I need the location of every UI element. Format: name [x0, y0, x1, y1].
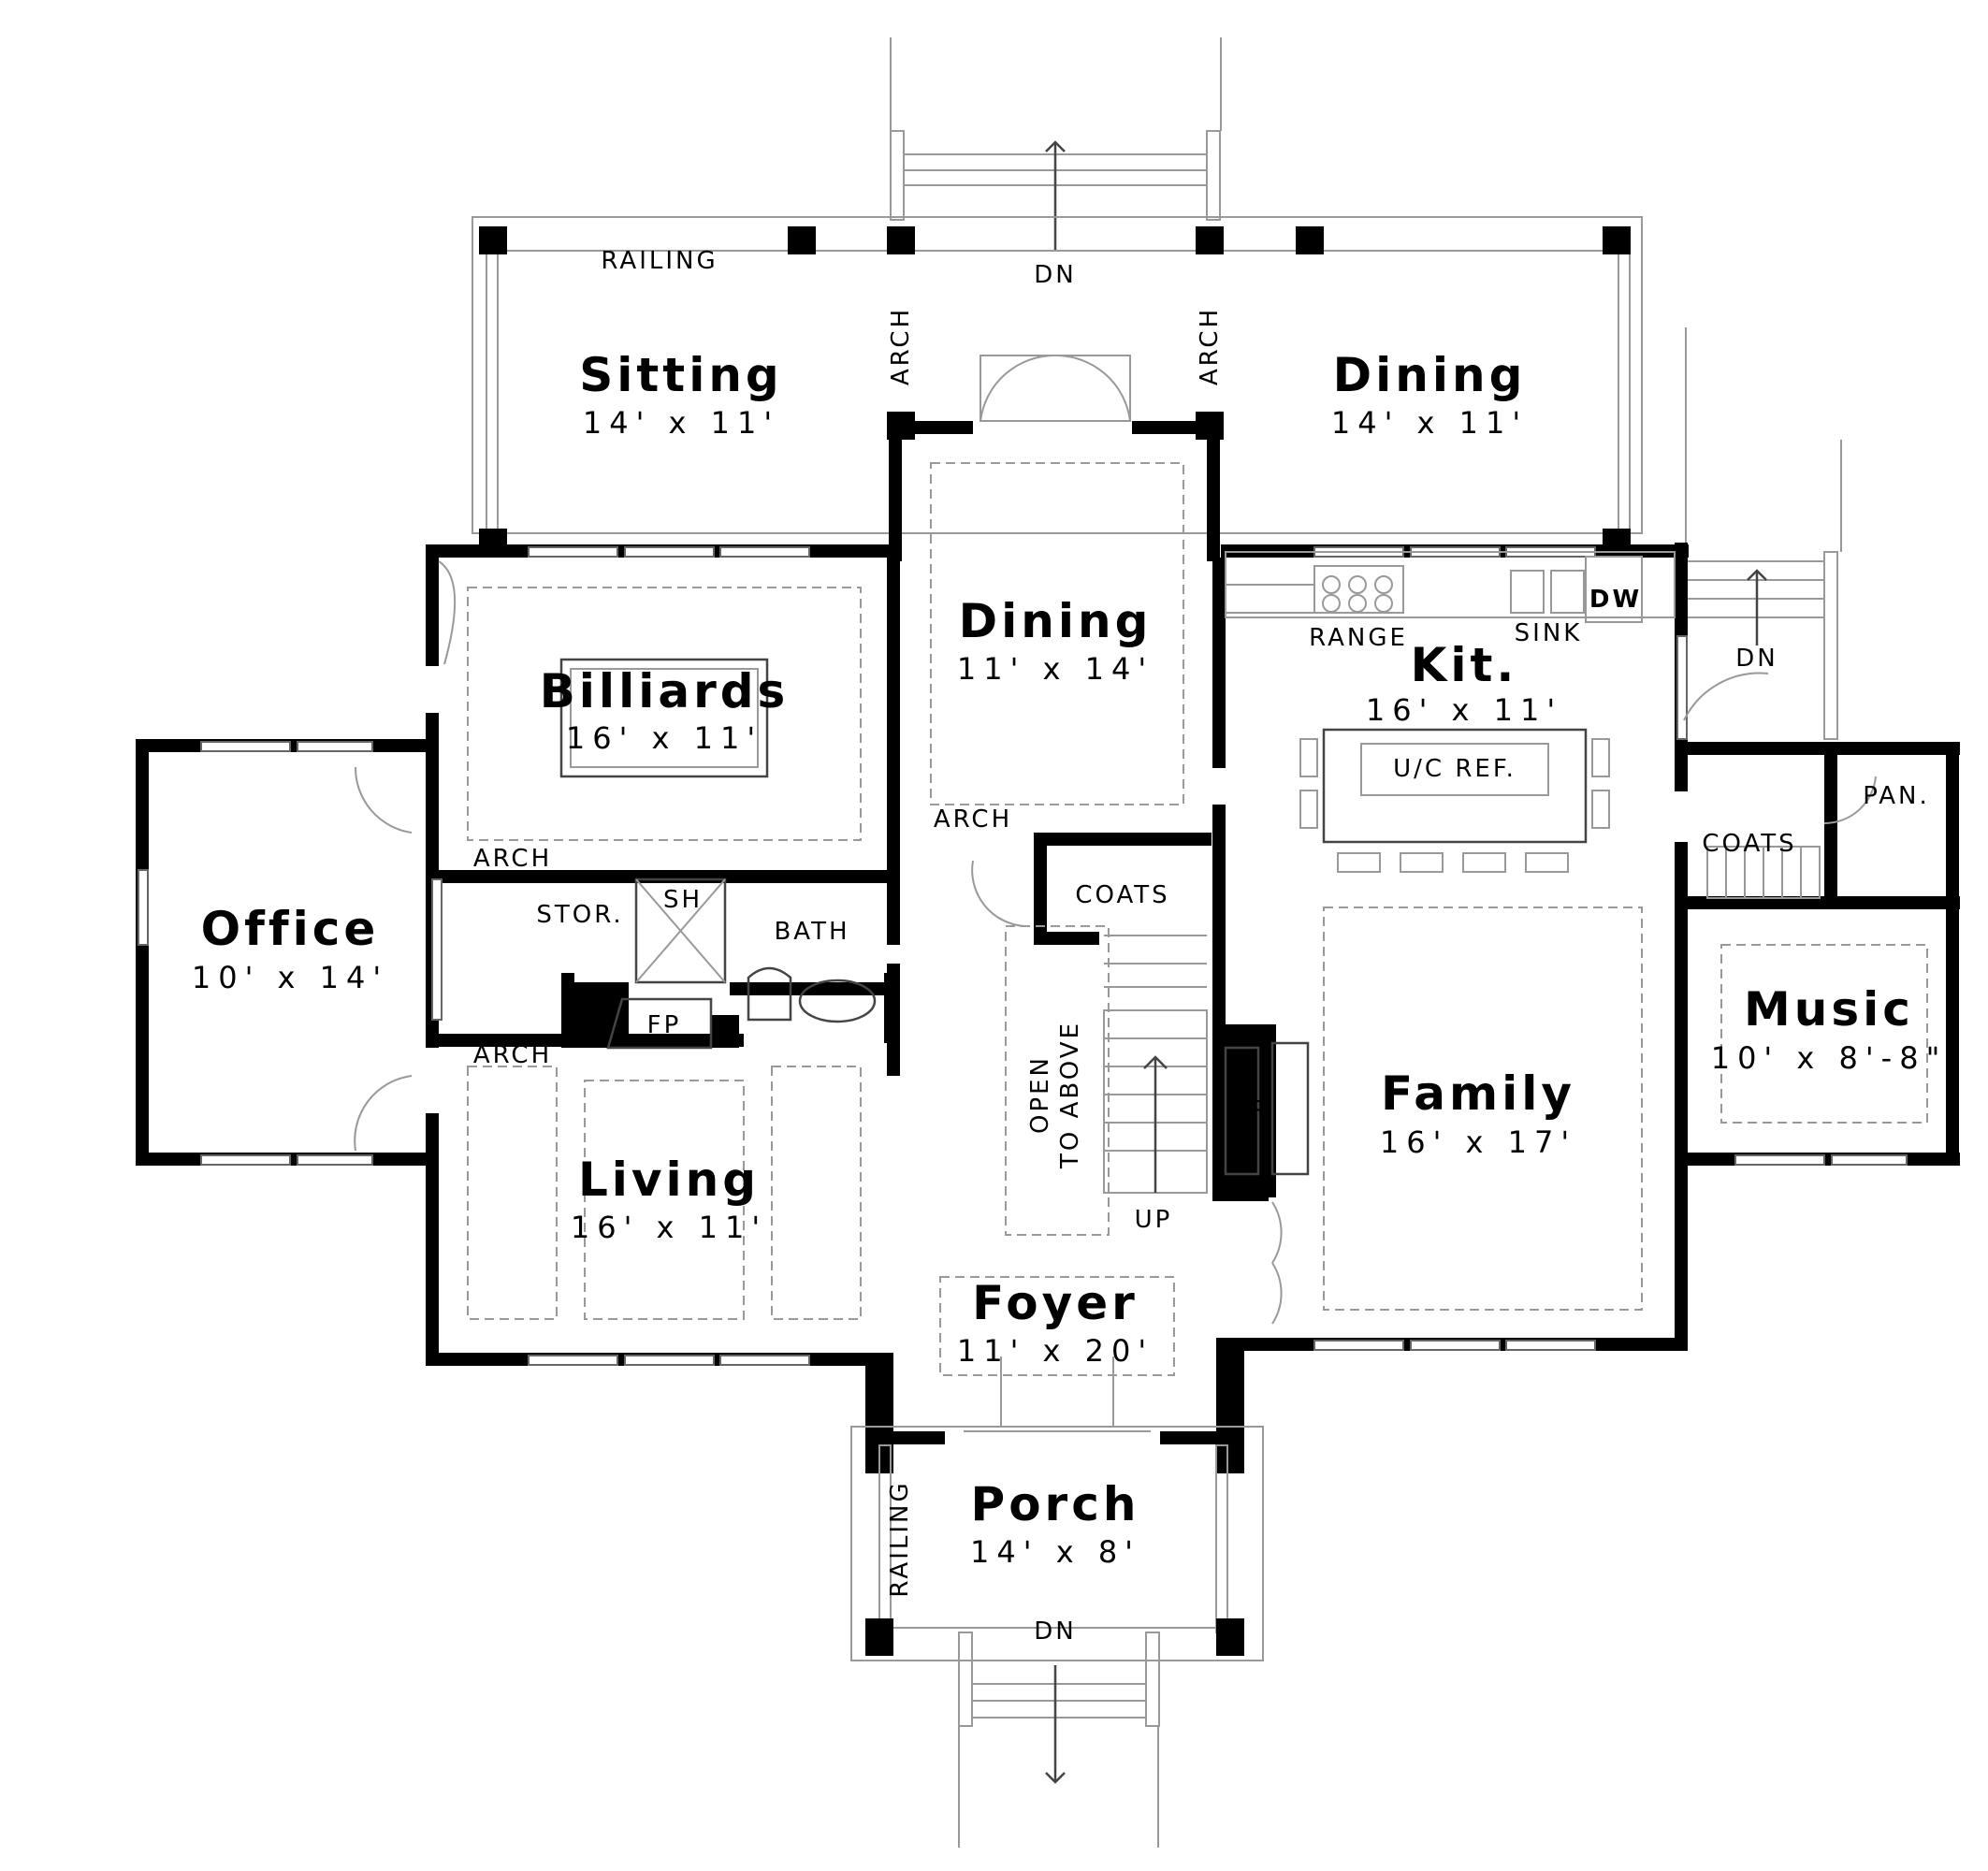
label-dn-right: DN — [1735, 645, 1778, 673]
room-name-dining: Dining — [959, 594, 1153, 648]
room-name-music: Music — [1744, 982, 1914, 1037]
label-range: RANGE — [1309, 624, 1408, 652]
label-dn-top: DN — [1034, 261, 1076, 289]
top-steps — [890, 37, 1222, 251]
room-dims-dining: 11' x 14' — [957, 651, 1154, 687]
fixtures — [467, 327, 1928, 1376]
label-open-line2: TO ABOVE — [1056, 1021, 1084, 1169]
room-name-foyer: Foyer — [972, 1276, 1139, 1330]
doors — [354, 354, 1877, 1432]
label-arch-right: ARCH — [1196, 307, 1224, 385]
label-dn-porch: DN — [1034, 1617, 1076, 1646]
label-coats-right: COATS — [1702, 830, 1796, 858]
room-dims-living: 16' x 11' — [571, 1210, 767, 1245]
label-arch-billiards: ARCH — [473, 845, 552, 873]
label-arch-dining: ARCH — [934, 805, 1012, 834]
room-name-porch: Porch — [971, 1477, 1140, 1531]
room-dims-kitchen: 16' x 11' — [1366, 692, 1562, 728]
room-dims-sitting: 14' x 11' — [583, 405, 779, 441]
label-coats-center: COATS — [1075, 881, 1169, 909]
label-arch-living: ARCH — [473, 1041, 552, 1069]
room-dims-foyer: 11' x 20' — [957, 1333, 1154, 1369]
label-fp-living: FP — [647, 1011, 682, 1039]
label-sh: SH — [663, 886, 703, 914]
label-railing-top: RAILING — [601, 247, 718, 275]
room-name-office: Office — [201, 902, 380, 956]
room-name-family: Family — [1381, 1066, 1575, 1121]
label-open-line1: OPEN — [1026, 1055, 1054, 1134]
front-porch — [850, 1426, 1264, 1848]
room-dims-porch: 14' x 8' — [970, 1534, 1140, 1570]
room-dims-office: 10' x 14' — [192, 960, 388, 995]
room-name-kitchen: Kit. — [1411, 638, 1518, 692]
label-bath: BATH — [774, 918, 849, 946]
label-sink: SINK — [1515, 619, 1583, 647]
room-dims-music: 10' x 8'-8" — [1711, 1040, 1948, 1076]
label-dw: DW — [1589, 586, 1642, 614]
room-name-dining-top: Dining — [1333, 348, 1527, 402]
back-porch-outline — [472, 216, 1643, 534]
room-name-living: Living — [578, 1153, 760, 1207]
label-up: UP — [1135, 1206, 1173, 1234]
label-stor: STOR. — [536, 901, 623, 929]
room-dims-billiards: 16' x 11' — [566, 720, 762, 756]
label-arch-left: ARCH — [887, 307, 915, 385]
fireplaces — [573, 982, 1310, 1176]
room-dims-family: 16' x 17' — [1380, 1124, 1576, 1160]
label-fp-family: FP — [1235, 1096, 1270, 1124]
room-name-billiards: Billiards — [540, 664, 790, 718]
label-pan: PAN. — [1863, 782, 1930, 810]
room-name-sitting: Sitting — [579, 348, 782, 402]
room-dims-dining-top: 14' x 11' — [1331, 405, 1528, 441]
label-uc-ref: U/C REF. — [1393, 755, 1516, 783]
label-railing-porch: RAILING — [886, 1480, 914, 1597]
